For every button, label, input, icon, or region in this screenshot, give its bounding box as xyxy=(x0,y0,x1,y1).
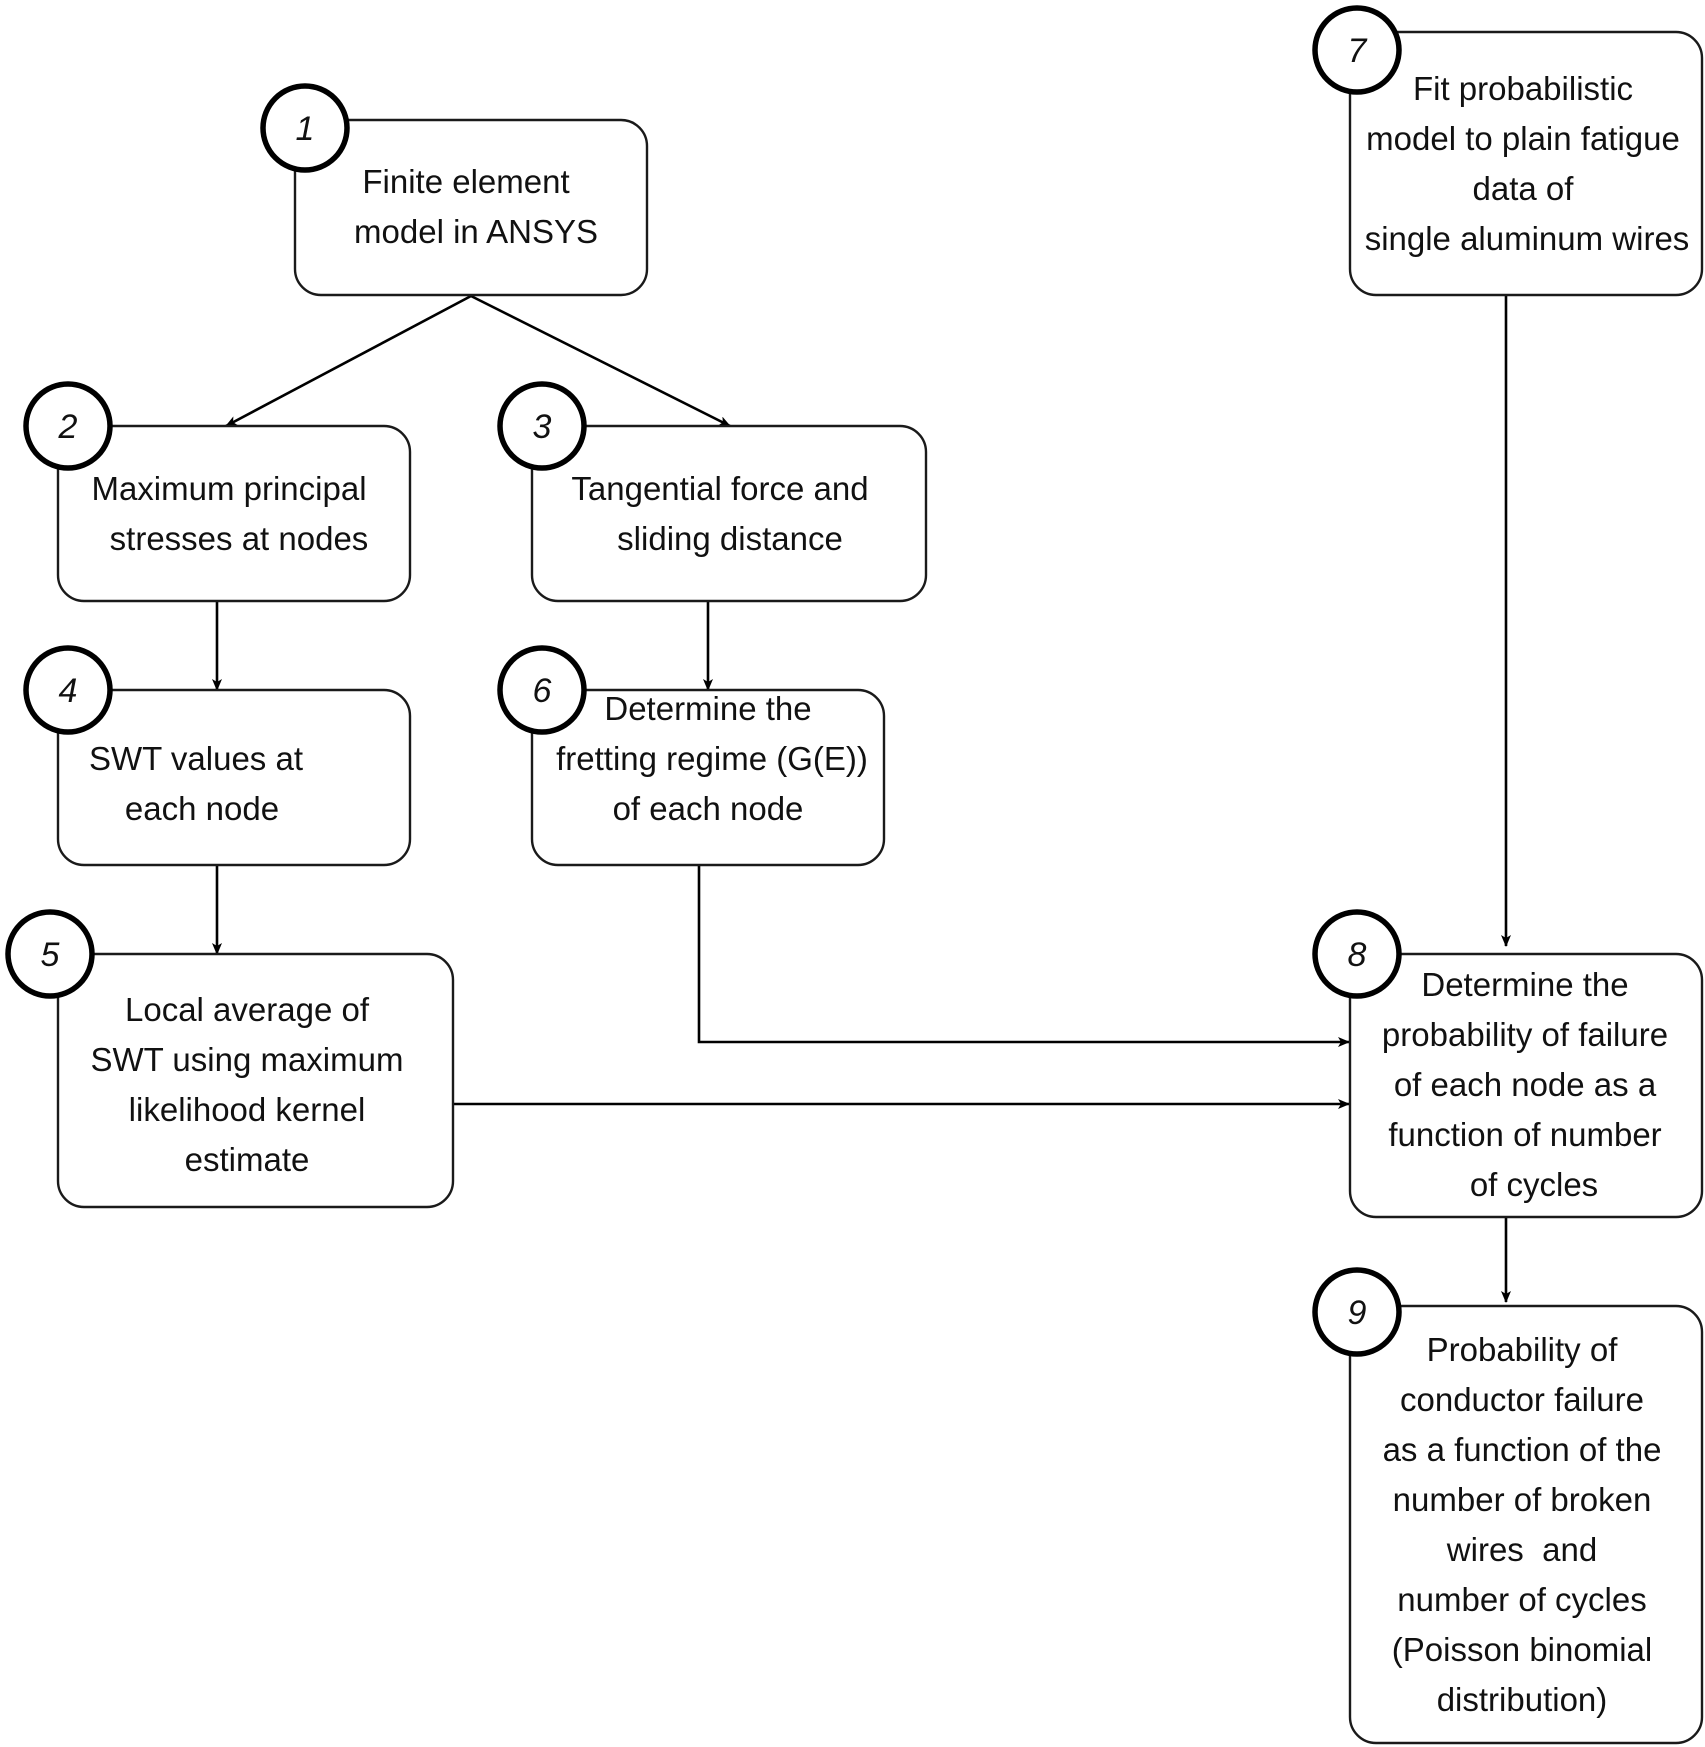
step-number-badge xyxy=(1312,1267,1402,1357)
step-label-line: conductor failure xyxy=(1400,1381,1644,1418)
step-label-line: SWT values at xyxy=(89,740,303,777)
connectors xyxy=(212,294,1511,1303)
step-label-line: Local average of xyxy=(125,991,370,1028)
step-label-line: of cycles xyxy=(1470,1166,1598,1203)
step-label-line: Determine the xyxy=(604,690,811,727)
step-label-line: model in ANSYS xyxy=(354,213,598,250)
step-box xyxy=(1348,952,1704,1219)
step-number-badge xyxy=(23,381,113,471)
step-number: 9 xyxy=(1348,1294,1367,1332)
step-number: 2 xyxy=(58,408,78,446)
step-label-line: Determine the xyxy=(1421,966,1628,1003)
step-label-line: each node xyxy=(125,790,279,827)
step-label-line: likelihood kernel xyxy=(129,1091,366,1128)
step-label-line: stresses at nodes xyxy=(110,520,369,557)
step-label-line: (Poisson binomial xyxy=(1392,1631,1652,1668)
step-label-line: single aluminum wires xyxy=(1365,220,1690,257)
step-number-badge xyxy=(260,83,350,173)
step-label-line: Maximum principal xyxy=(91,470,366,507)
step-box xyxy=(1348,30,1704,297)
step-label-line: estimate xyxy=(185,1141,310,1178)
step-label-line: probability of failure xyxy=(1382,1016,1668,1053)
step-number: 3 xyxy=(533,408,552,446)
step-number: 6 xyxy=(533,672,552,710)
arrow-6-to-8 xyxy=(697,866,1350,1047)
step-label-line: SWT using maximum xyxy=(91,1041,404,1078)
step-label-line: Tangential force and xyxy=(571,470,868,507)
step-label-line: data of xyxy=(1473,170,1575,207)
step-label-line: fretting regime (G(E)) xyxy=(556,740,868,777)
step-number-badge xyxy=(23,645,113,735)
step-label-line: of each node as a xyxy=(1394,1066,1657,1103)
step-box xyxy=(530,688,886,867)
step-box xyxy=(56,952,455,1209)
step-label-line: as a function of the xyxy=(1383,1431,1662,1468)
step-number: 7 xyxy=(1348,32,1368,70)
step-number-badge xyxy=(1312,5,1402,95)
step-box xyxy=(530,424,928,603)
step-label-line: Probability of xyxy=(1427,1331,1619,1368)
step-label-line: distribution) xyxy=(1437,1681,1608,1718)
step-number: 4 xyxy=(59,672,78,710)
arrow-1-to-3 xyxy=(470,294,731,428)
step-box xyxy=(293,118,649,297)
step-label-line: function of number xyxy=(1388,1116,1661,1153)
step-box xyxy=(1348,1304,1704,1745)
step-label-line: of each node xyxy=(613,790,804,827)
step-label-line: Finite element xyxy=(362,163,569,200)
step-label-line: wires and xyxy=(1446,1531,1597,1568)
step-label-line: model to plain fatigue xyxy=(1366,120,1680,157)
step-label-line: sliding distance xyxy=(617,520,843,557)
step-box xyxy=(56,688,412,867)
step-label-line: number of cycles xyxy=(1397,1581,1646,1618)
step-number-badge xyxy=(497,381,587,471)
step-number: 5 xyxy=(41,936,60,974)
step-number: 1 xyxy=(296,110,315,148)
step-box xyxy=(56,424,412,603)
step-label-line: number of broken xyxy=(1393,1481,1652,1518)
step-6: 6 Determine the fretting regime (G(E)) of e… xyxy=(497,645,886,867)
arrow-1-to-2 xyxy=(225,294,472,428)
step-number: 8 xyxy=(1348,936,1367,974)
step-number-badge xyxy=(1312,909,1402,999)
step-number-badge xyxy=(497,645,587,735)
step-label-line: Fit probabilistic xyxy=(1413,70,1633,107)
step-number-badge xyxy=(5,909,95,999)
